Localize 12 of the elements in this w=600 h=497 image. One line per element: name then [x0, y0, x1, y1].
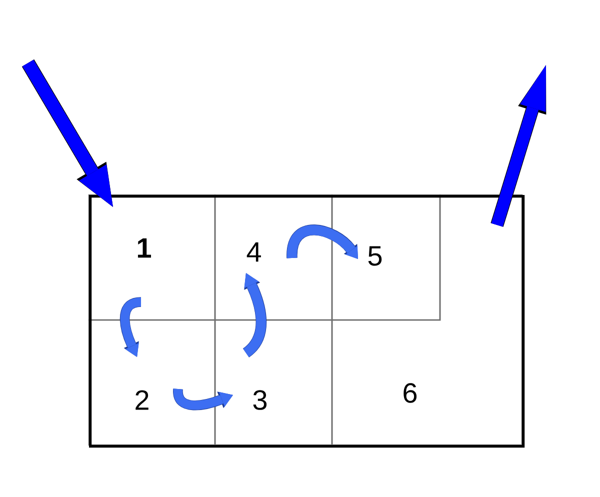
- grid-cell: 5: [331, 194, 441, 321]
- grid-cell: 4: [214, 194, 333, 321]
- grid-cell: 1: [88, 194, 216, 321]
- outer-frame: [89, 195, 525, 448]
- curved-arrow: [242, 273, 267, 358]
- curved-arrow: [286, 224, 358, 259]
- arrow: [22, 59, 113, 207]
- grid-cell: 2: [88, 319, 216, 446]
- curved-arrow: [120, 297, 142, 357]
- arrow: [490, 65, 546, 227]
- curved-arrow: [173, 388, 233, 410]
- grid-cell: 3: [214, 319, 333, 446]
